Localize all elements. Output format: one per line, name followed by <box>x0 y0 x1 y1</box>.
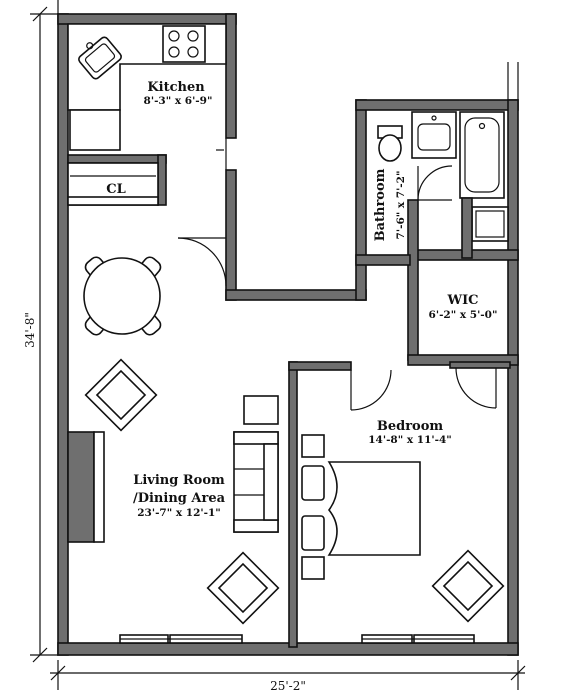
bedroom-name: Bedroom <box>377 419 444 434</box>
wic-size: 6'-2" x 5'-0" <box>429 309 498 321</box>
dining-table-icon <box>83 256 162 336</box>
dimension-lines <box>30 0 526 690</box>
height-dimension-label: 34'-8" <box>23 312 37 348</box>
bathroom-sink-icon <box>411 111 457 159</box>
living-size: 23'-7" x 12'-1" <box>137 507 221 519</box>
sofa-icon <box>233 431 279 533</box>
closet-name: CL <box>106 182 126 197</box>
kitchen: Kitchen 8'-3" x 6'-9" <box>67 23 227 151</box>
bedroom-armchair-icon <box>431 549 505 623</box>
toilet-icon <box>377 125 403 162</box>
bathroom-name: Bathroom <box>373 168 388 241</box>
wic: WIC 6'-2" x 5'-0" <box>429 293 498 321</box>
living-name-line1: Living Room <box>133 473 225 488</box>
end-table-icon <box>243 395 279 425</box>
bedroom: Bedroom 14'-8" x 11'-4" <box>301 369 505 623</box>
bedroom-size: 14'-8" x 11'-4" <box>368 434 452 446</box>
bed-icon <box>301 434 421 580</box>
stove-icon <box>162 25 206 63</box>
living-armchair-2-icon <box>206 551 280 625</box>
kitchen-door <box>177 138 227 287</box>
walls <box>57 13 519 656</box>
kitchen-name: Kitchen <box>147 80 205 95</box>
living-dining: Living Room /Dining Area 23'-7" x 12'-1" <box>83 256 280 625</box>
windows <box>119 634 475 644</box>
kitchen-size: 8'-3" x 6'-9" <box>144 95 213 107</box>
living-armchair-icon <box>84 358 158 432</box>
wic-door <box>455 367 497 409</box>
bathroom-size: 7'-6" x 7'-2" <box>395 171 407 240</box>
width-dimension-label: 25'-2" <box>270 679 306 693</box>
wic-name: WIC <box>446 293 478 308</box>
bathtub-icon <box>459 111 505 199</box>
bathroom: Bathroom 7'-6" x 7'-2" <box>373 111 509 259</box>
living-name-line2: /Dining Area <box>133 491 226 506</box>
kitchen-sink-icon <box>78 36 122 80</box>
closet: CL <box>67 154 167 206</box>
